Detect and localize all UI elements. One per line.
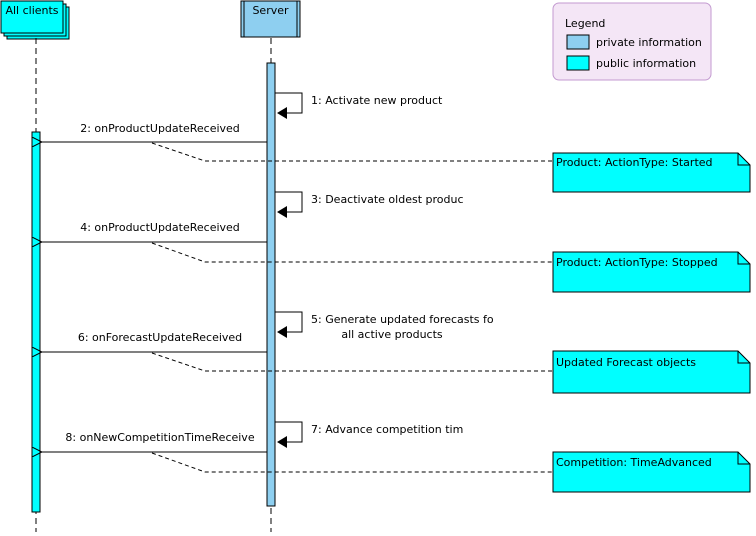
self-message-3[interactable]: 3: Deactivate oldest produc [275, 191, 464, 218]
note-1-connector [151, 142, 553, 162]
message-2[interactable]: 2: onProductUpdateReceived [42, 122, 267, 142]
self-message-5[interactable]: 5: Generate updated forecasts fo all act… [275, 311, 494, 341]
note-4-connector [151, 452, 553, 473]
legend-label-public: public information [596, 57, 696, 70]
message-1-label: 1: Activate new product [311, 94, 443, 107]
server-lifeline-head[interactable]: Server [240, 0, 301, 38]
message-6-label: 6: onForecastUpdateReceived [78, 331, 242, 344]
note-4[interactable]: Competition: TimeAdvanced [552, 451, 751, 493]
legend-box [552, 2, 712, 81]
clients-lifeline-head[interactable]: All clients [0, 0, 70, 40]
note-1[interactable]: Product: ActionType: Started [552, 152, 751, 193]
clients-label: All clients [5, 4, 58, 17]
message-8[interactable]: 8: onNewCompetitionTimeReceive [42, 431, 267, 452]
note-3[interactable]: Updated Forecast objects [552, 350, 751, 394]
note-4-text: Competition: TimeAdvanced [556, 456, 712, 469]
server-label: Server [252, 4, 289, 17]
message-6[interactable]: 6: onForecastUpdateReceived [42, 331, 267, 352]
note-2[interactable]: Product: ActionType: Stopped [552, 251, 751, 293]
self-message-7[interactable]: 7: Advance competition tim [275, 421, 463, 448]
legend-swatch-private [566, 34, 590, 50]
message-2-label: 2: onProductUpdateReceived [80, 122, 240, 135]
message-5-label-line1: 5: Generate updated forecasts fo [311, 313, 494, 326]
message-7-label: 7: Advance competition tim [311, 423, 463, 436]
message-8-label: 8: onNewCompetitionTimeReceive [65, 431, 254, 444]
message-4[interactable]: 4: onProductUpdateReceived [42, 221, 267, 242]
message-4-label: 4: onProductUpdateReceived [80, 221, 240, 234]
legend-swatch-public [566, 55, 590, 71]
note-3-connector [151, 352, 553, 372]
note-3-text: Updated Forecast objects [556, 356, 696, 369]
legend: Legend private information public inform… [552, 2, 712, 81]
note-1-text: Product: ActionType: Started [556, 156, 713, 169]
note-2-text: Product: ActionType: Stopped [556, 256, 718, 269]
note-2-connector [151, 242, 553, 263]
self-message-1[interactable]: 1: Activate new product [275, 92, 443, 119]
legend-label-private: private information [596, 36, 702, 49]
server-activation-bar[interactable] [266, 62, 276, 507]
legend-title: Legend [565, 17, 605, 30]
clients-activation-bar[interactable] [31, 131, 41, 513]
message-3-label: 3: Deactivate oldest produc [311, 193, 464, 206]
message-5-label-line2: all active products [341, 328, 443, 341]
